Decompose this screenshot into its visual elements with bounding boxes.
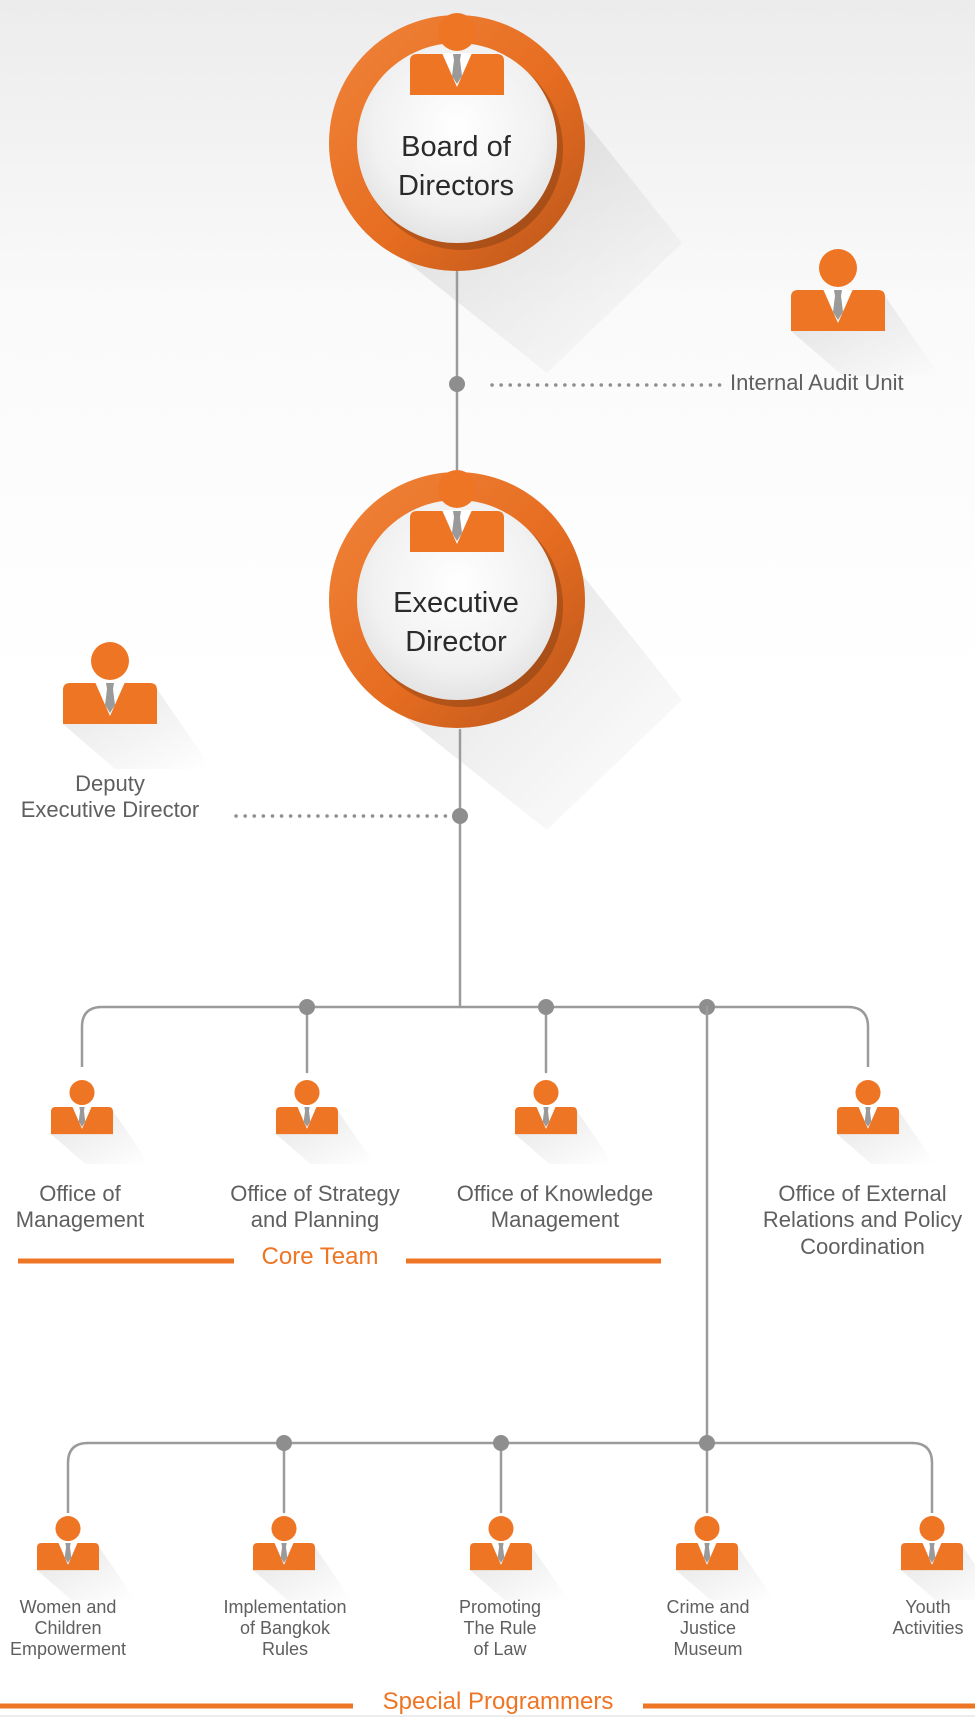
program-women-person-icon: [36, 1516, 136, 1600]
icon-shadow: [675, 1547, 775, 1600]
connector-lines: [0, 270, 975, 1709]
internal-audit-unit-label: Internal Audit Unit: [730, 370, 904, 395]
tie: [928, 1543, 936, 1563]
office-management-label: Office of Management: [15, 1181, 145, 1233]
office-external-person-icon: [836, 1080, 936, 1164]
program-bangkok-rules-label: Implementation of Bangkok Rules: [223, 1597, 347, 1660]
icon-shadow: [63, 689, 212, 769]
head: [488, 1516, 514, 1542]
program-youth-activities-label: Youth Activities: [892, 1597, 964, 1639]
prog-dot-4: [699, 1435, 715, 1451]
prog-dot-3: [493, 1435, 509, 1451]
head: [533, 1080, 559, 1106]
audit-junction-dot: [449, 376, 465, 392]
program-rule-of-law-person-icon: [469, 1516, 569, 1600]
core-team-bar-right: [406, 1258, 661, 1264]
icon-shadow: [50, 1111, 150, 1164]
head: [69, 1080, 95, 1106]
icon-shadow: [36, 1547, 136, 1600]
head: [855, 1080, 881, 1106]
board-node-person-icon: [410, 13, 504, 95]
tie: [833, 290, 843, 320]
executive-director-label: Executive Director: [393, 587, 519, 659]
head: [91, 642, 129, 680]
head: [55, 1516, 81, 1542]
program-museum-person-icon: [675, 1516, 775, 1600]
head: [294, 1080, 320, 1106]
office-external-relations-label: Office of External Relations and Policy …: [762, 1181, 963, 1259]
program-rule-of-law-label: Promoting The Rule of Law: [458, 1597, 542, 1660]
executive-node-person-icon: [410, 470, 504, 552]
tie: [280, 1543, 288, 1563]
tie: [542, 1107, 550, 1127]
head: [438, 470, 476, 508]
program-bangkok-person-icon: [252, 1516, 352, 1600]
tie: [303, 1107, 311, 1127]
program-youth-person-icon: [900, 1516, 975, 1600]
office-strategy-planning-label: Office of Strategy and Planning: [230, 1181, 400, 1233]
head: [271, 1516, 297, 1542]
tie: [703, 1543, 711, 1563]
nodes-layer: [36, 13, 975, 1600]
office-knowledge-management-label: Office of Knowledge Management: [456, 1181, 654, 1233]
head: [819, 249, 857, 287]
tie: [864, 1107, 872, 1127]
tie: [64, 1543, 72, 1563]
executive-node-disc: [357, 500, 557, 700]
board-of-directors-label: Board of Directors: [397, 131, 514, 203]
tie: [497, 1543, 505, 1563]
program-women-children-label: Women and Children Empowerment: [9, 1597, 127, 1660]
tie: [78, 1107, 86, 1127]
icon-shadow: [469, 1547, 569, 1600]
icon-shadow: [836, 1111, 936, 1164]
deputy-junction-dot: [452, 808, 468, 824]
icon-shadow: [791, 296, 940, 376]
head: [694, 1516, 720, 1542]
special-programmers-label: Special Programmers: [382, 1688, 614, 1715]
deputy-executive-director-label: Deputy Executive Director: [20, 771, 200, 823]
core-dot-2: [299, 999, 315, 1015]
tie: [452, 54, 462, 84]
head: [438, 13, 476, 51]
board-node-disc: [357, 43, 557, 243]
office-knowledge-person-icon: [514, 1080, 614, 1164]
tie: [452, 511, 462, 541]
office-strategy-person-icon: [275, 1080, 375, 1164]
icon-shadow: [275, 1111, 375, 1164]
core-team-label: Core Team: [261, 1243, 379, 1270]
icon-shadow: [252, 1547, 352, 1600]
tie: [105, 683, 115, 713]
head: [919, 1516, 945, 1542]
prog-dot-2: [276, 1435, 292, 1451]
icon-shadow: [514, 1111, 614, 1164]
core-team-bar-left: [18, 1258, 234, 1264]
audit-person-icon: [791, 249, 940, 376]
program-crime-justice-museum-label: Crime and Justice Museum: [666, 1597, 750, 1660]
office-management-person-icon: [50, 1080, 150, 1164]
special-bar-right: [643, 1703, 975, 1709]
deputy-person-icon: [63, 642, 212, 769]
core-dot-3: [538, 999, 554, 1015]
core-bus-line: [80, 1005, 870, 1067]
special-bar-left: [0, 1703, 353, 1709]
